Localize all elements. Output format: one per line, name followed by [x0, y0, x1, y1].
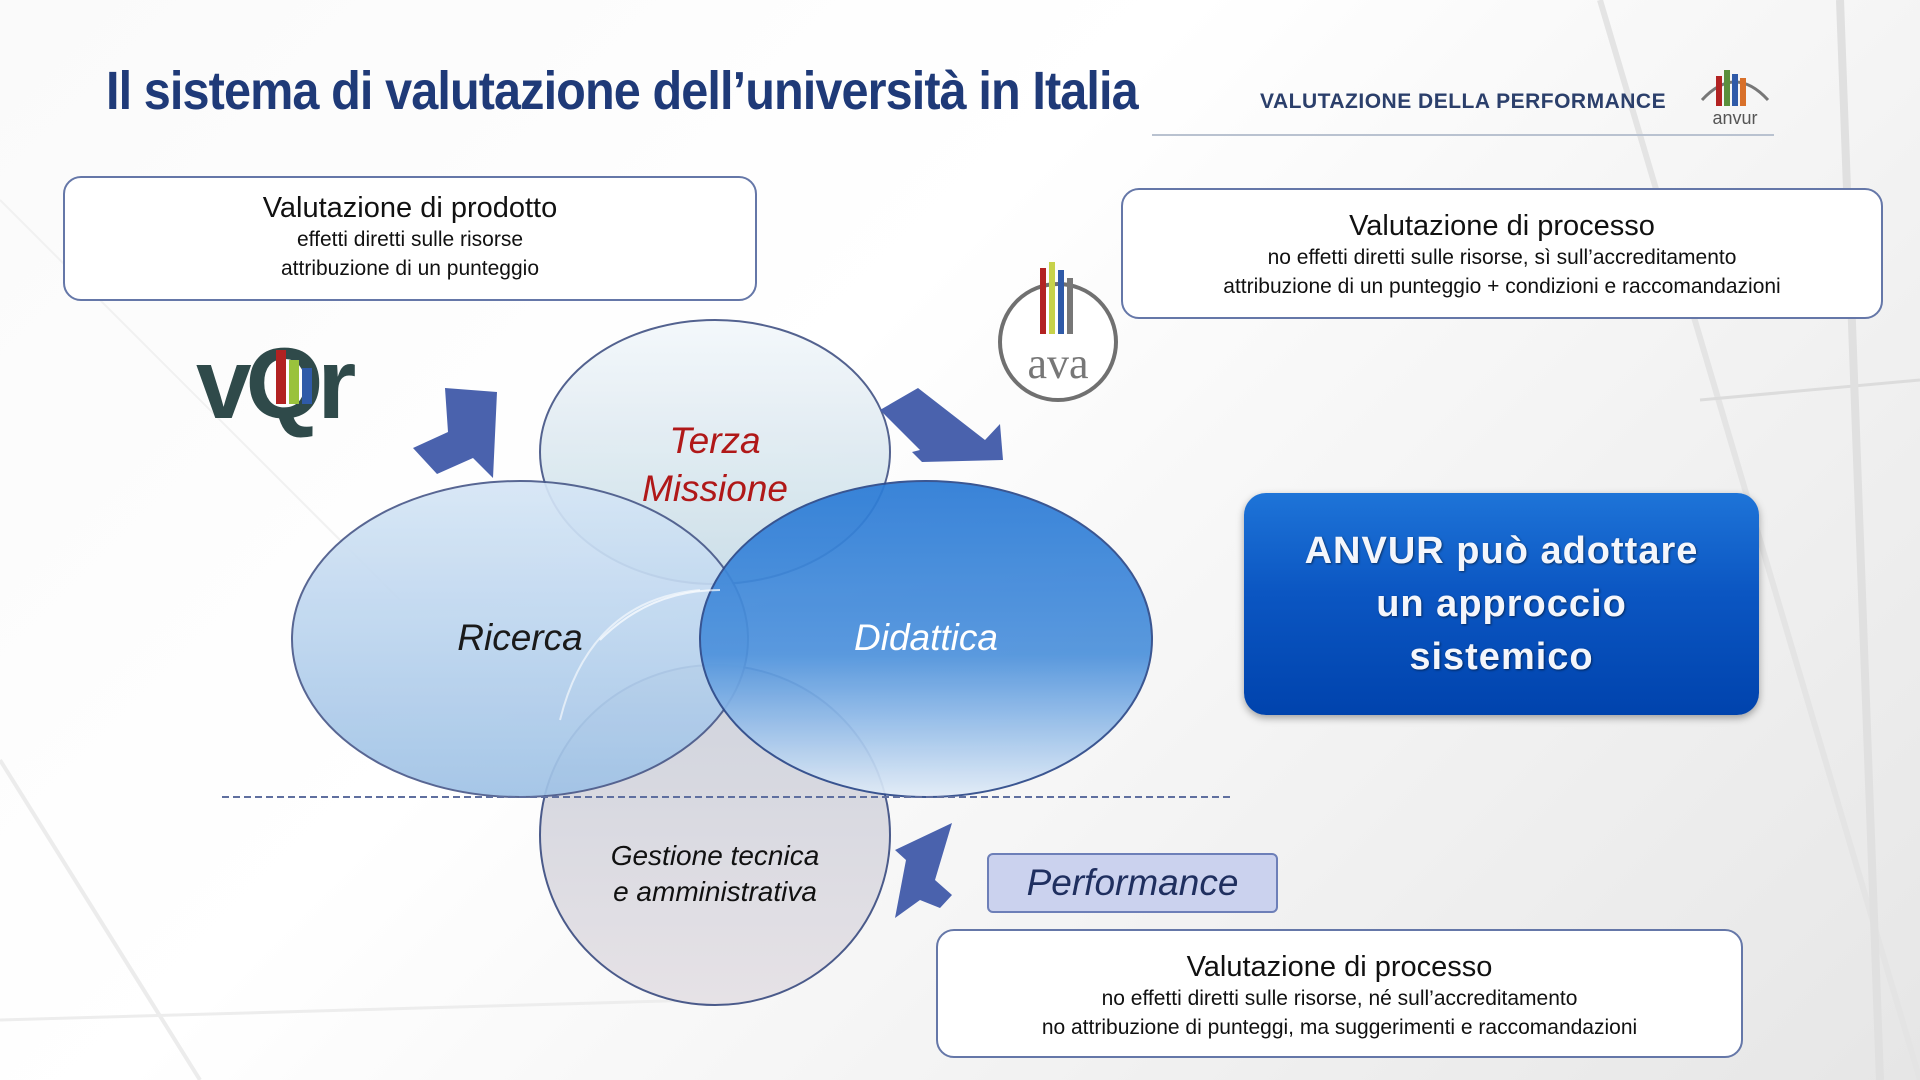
- vqr-logo-text: vQr: [196, 328, 355, 440]
- arrow-performance: [895, 823, 952, 918]
- ava-logo-text: ava: [1027, 339, 1088, 388]
- arrow-ava: [880, 388, 1003, 462]
- label-gestione: Gestione tecnica e amministrativa: [580, 838, 850, 910]
- anvur-box-line2: un approccio: [1376, 582, 1627, 625]
- box-valutazione-prodotto: Valutazione di prodotto effetti diretti …: [63, 176, 757, 301]
- label-terza-missione: Terza Missione: [610, 417, 820, 513]
- anvur-approccio-box: ANVUR può adottare un approccio sistemic…: [1244, 493, 1759, 715]
- section-label: VALUTAZIONE DELLA PERFORMANCE: [1260, 90, 1667, 113]
- label-didattica: Didattica: [854, 617, 998, 658]
- arrow-vqr: [413, 388, 497, 478]
- header-divider: [1152, 134, 1774, 136]
- anvur-logo-text: anvur: [1712, 108, 1757, 128]
- box-processo-top-line1: no effetti diretti sulle risorse, sì sul…: [1267, 246, 1737, 269]
- box-prodotto-line1: effetti diretti sulle risorse: [296, 228, 524, 251]
- vqr-logo-icon: vQr: [196, 328, 361, 440]
- anvur-box-line1: ANVUR può adottare: [1304, 529, 1699, 572]
- anvur-box-line3: sistemico: [1409, 635, 1594, 678]
- label-ricerca: Ricerca: [457, 617, 583, 658]
- box-valutazione-processo-bottom: Valutazione di processo no effetti diret…: [936, 929, 1743, 1058]
- page-title: Il sistema di valutazione dell’universit…: [106, 61, 1139, 121]
- label-gestione-line2: e amministrativa: [613, 876, 817, 907]
- ava-logo-icon: ava: [998, 262, 1118, 402]
- box-processo-bottom-title: Valutazione di processo: [1186, 951, 1493, 983]
- box-valutazione-processo-top: Valutazione di processo no effetti diret…: [1121, 188, 1883, 319]
- label-gestione-line1: Gestione tecnica: [610, 840, 820, 871]
- box-processo-top-title: Valutazione di processo: [1349, 210, 1655, 242]
- performance-label: Performance: [987, 853, 1278, 913]
- box-processo-top-line2: attribuzione di un punteggio + condizion…: [1223, 275, 1781, 298]
- box-processo-bottom-line2: no attribuzione di punteggi, ma suggerim…: [1041, 1016, 1638, 1039]
- anvur-logo-icon: anvur: [1700, 70, 1770, 128]
- label-terza-missione-line2: Missione: [642, 468, 788, 509]
- box-prodotto-title: Valutazione di prodotto: [262, 192, 558, 224]
- box-prodotto-line2: attribuzione di un punteggio: [280, 257, 540, 280]
- label-terza-missione-line1: Terza: [669, 420, 761, 461]
- box-processo-bottom-line1: no effetti diretti sulle risorse, né sul…: [1101, 987, 1578, 1010]
